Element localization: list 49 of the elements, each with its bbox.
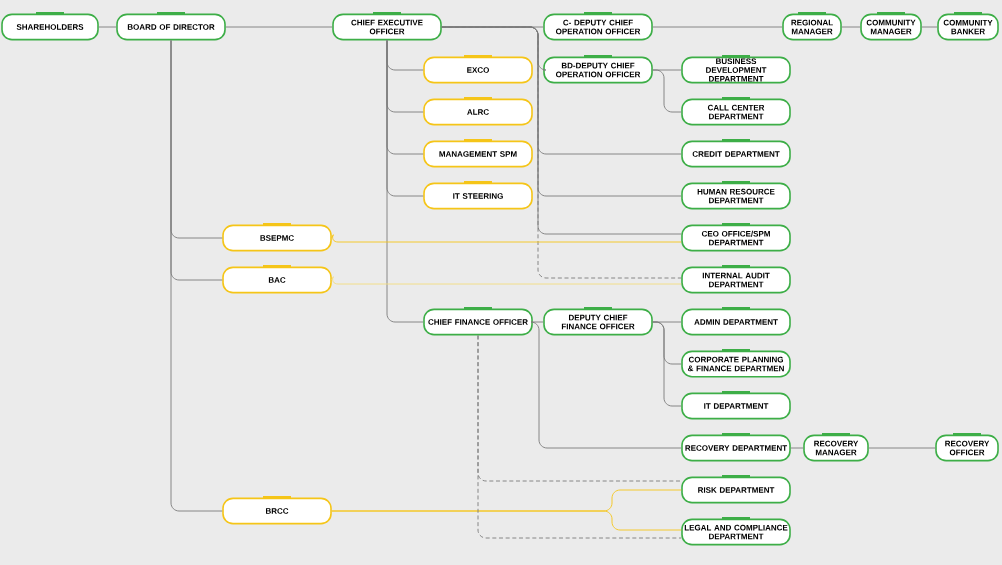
position-box: RECOVERY MANAGER	[803, 433, 869, 462]
position-box: CREDIT DEPARTMENT	[681, 139, 791, 168]
position-box: CHIEF EXECUTIVE OFFICER	[332, 12, 442, 41]
position-box: IT DEPARTMENT	[681, 391, 791, 420]
connector-line	[652, 26, 783, 28]
committee-box: BAC	[222, 265, 332, 294]
connector-line	[652, 69, 682, 113]
position-box: C- DEPUTY CHIEF OPERATION OFFICER	[543, 12, 653, 41]
committee-box: IT STEERING	[423, 181, 533, 210]
connector-line	[921, 26, 938, 28]
committee-box: BRCC	[222, 496, 332, 525]
position-box: BOARD OF DIRECTOR	[116, 12, 226, 41]
position-box: CORPORATE PLANNING & FINANCE DEPARTMEN	[681, 349, 791, 378]
connector-line	[225, 26, 333, 28]
position-box: RISK DEPARTMENT	[681, 475, 791, 504]
connector-line	[868, 447, 936, 449]
position-box: RECOVERY DEPARTMENT	[681, 433, 791, 462]
position-box: COMMUNITY BANKER	[937, 12, 999, 41]
position-box: LEGAL AND COMPLIANCE DEPARTMENT	[681, 517, 791, 546]
position-box: HUMAN RESOURCE DEPARTMENT	[681, 181, 791, 210]
connector-line	[98, 26, 117, 28]
committee-box: EXCO	[423, 55, 533, 84]
position-box: REGIONAL MANAGER	[782, 12, 842, 41]
position-box: BUSINESS DEVELOPMENT DEPARTMENT	[681, 55, 791, 84]
committee-box: ALRC	[423, 97, 533, 126]
position-box: CALL CENTER DEPARTMENT	[681, 97, 791, 126]
position-box: COMMUNITY MANAGER	[860, 12, 922, 41]
position-box: SHAREHOLDERS	[1, 12, 99, 41]
position-box: INTERNAL AUDIT DEPARTMENT	[681, 265, 791, 294]
position-box: RECOVERY OFFICER	[935, 433, 999, 462]
committee-box: MANAGEMENT SPM	[423, 139, 533, 168]
connector-line	[790, 447, 804, 449]
connector-line	[170, 40, 223, 512]
connector-line	[532, 321, 544, 323]
position-box: ADMIN DEPARTMENT	[681, 307, 791, 336]
connector-line	[652, 321, 682, 407]
committee-box: BSEPMC	[222, 223, 332, 252]
connector-line	[331, 510, 682, 531]
connector-line	[441, 26, 682, 279]
position-box: CEO OFFICE/SPM DEPARTMENT	[681, 223, 791, 252]
connector-line	[530, 321, 682, 449]
connector-line	[331, 276, 682, 285]
position-box: BD-DEPUTY CHIEF OPERATION OFFICER	[543, 55, 653, 84]
position-box: CHIEF FINANCE OFFICER	[423, 307, 533, 336]
position-box: DEPUTY CHIEF FINANCE OFFICER	[543, 307, 653, 336]
connector-line	[841, 26, 861, 28]
connector-line	[386, 40, 424, 323]
connector-line	[331, 234, 682, 243]
connector-line	[477, 335, 682, 539]
